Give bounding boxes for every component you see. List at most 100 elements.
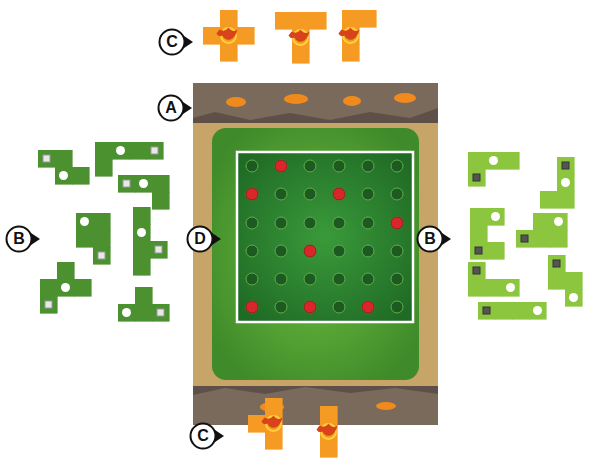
piece-cell — [320, 440, 338, 458]
piece-cell — [565, 289, 583, 307]
piece-marker — [473, 267, 480, 274]
piece-cell — [470, 225, 488, 243]
peg-hole — [275, 245, 287, 257]
peg-hole — [246, 217, 258, 229]
piece-cell — [152, 192, 170, 210]
dark-green-piece — [40, 262, 92, 314]
piece-cell — [550, 230, 568, 248]
piece-cell — [485, 152, 503, 170]
dragon-figure — [262, 416, 283, 428]
piece-marker — [553, 260, 560, 267]
piece-cell — [152, 304, 170, 322]
piece-cell — [220, 10, 238, 28]
dragon-piece — [317, 406, 338, 458]
piece-cell — [550, 213, 568, 231]
peg-hole — [275, 301, 287, 313]
peg-hole — [333, 217, 345, 229]
red-peg — [362, 301, 374, 313]
piece-marker — [43, 155, 50, 162]
piece-cell — [135, 287, 153, 305]
dragon-piece — [203, 10, 255, 62]
piece-hole — [61, 283, 70, 292]
peg-hole — [246, 160, 258, 172]
peg-hole — [304, 273, 316, 285]
piece-cell — [468, 262, 486, 280]
peg-hole — [333, 188, 345, 200]
peg-hole — [275, 273, 287, 285]
piece-cell — [275, 12, 293, 30]
piece-marker — [562, 162, 569, 169]
peg-hole — [304, 301, 316, 313]
callout-letter: B — [5, 225, 33, 253]
piece-cell — [57, 262, 75, 280]
peg-hole — [362, 301, 374, 313]
light-green-piece — [540, 157, 575, 209]
peg-hole — [333, 245, 345, 257]
piece-marker — [157, 309, 164, 316]
piece-cell — [135, 175, 153, 193]
piece-cell — [146, 142, 164, 160]
dark-green-piece — [38, 150, 90, 185]
dark-green-piece — [133, 207, 168, 276]
piece-marker — [123, 180, 130, 187]
callout-label: B — [5, 231, 33, 247]
peg-hole — [362, 273, 374, 285]
red-peg — [246, 188, 258, 200]
light-green-piece — [478, 302, 547, 320]
red-peg — [333, 188, 345, 200]
callout-label: C — [189, 428, 217, 444]
piece-cell — [76, 230, 94, 248]
piece-hole — [139, 179, 148, 188]
peg-hole — [333, 273, 345, 285]
red-peg — [304, 245, 316, 257]
peg-hole — [246, 245, 258, 257]
piece-cell — [470, 242, 488, 260]
piece-hole — [561, 178, 570, 187]
red-peg — [246, 301, 258, 313]
peg-hole — [391, 273, 403, 285]
peg-hole — [304, 217, 316, 229]
piece-cell — [95, 142, 113, 160]
light-green-piece — [470, 208, 505, 260]
piece-cell — [74, 279, 92, 297]
piece-cell — [237, 27, 255, 45]
dragon-piece — [275, 12, 327, 64]
piece-cell — [548, 255, 566, 273]
peg-hole — [333, 160, 345, 172]
piece-hole — [137, 228, 146, 237]
piece-cell — [470, 208, 488, 226]
piece-cell — [93, 213, 111, 231]
game-board — [193, 83, 438, 425]
piece-cell — [565, 272, 583, 290]
piece-hole — [506, 283, 515, 292]
piece-hole — [491, 212, 500, 221]
peg-hole — [362, 160, 374, 172]
light-green-piece — [548, 255, 583, 307]
piece-cell — [468, 279, 486, 297]
piece-hole — [489, 156, 498, 165]
piece-cell — [468, 169, 486, 187]
dark-green-piece — [95, 142, 164, 177]
piece-cell — [112, 142, 130, 160]
piece-cell — [220, 44, 238, 62]
piece-cell — [487, 208, 505, 226]
dark-green-piece — [118, 287, 170, 322]
peg-hole — [304, 245, 316, 257]
dragon-figure — [289, 30, 310, 42]
light-green-piece — [468, 152, 520, 187]
piece-cell — [248, 415, 266, 433]
piece-cell — [468, 152, 486, 170]
piece-cell — [557, 191, 575, 209]
piece-cell — [55, 150, 73, 168]
piece-cell — [133, 207, 151, 225]
piece-cell — [529, 302, 547, 320]
piece-cell — [265, 398, 283, 416]
peg-hole — [246, 188, 258, 200]
red-peg — [391, 217, 403, 229]
callout-label: D — [186, 231, 214, 247]
dragon-piece — [248, 398, 283, 450]
piece-cell — [540, 191, 558, 209]
piece-cell — [150, 241, 168, 259]
